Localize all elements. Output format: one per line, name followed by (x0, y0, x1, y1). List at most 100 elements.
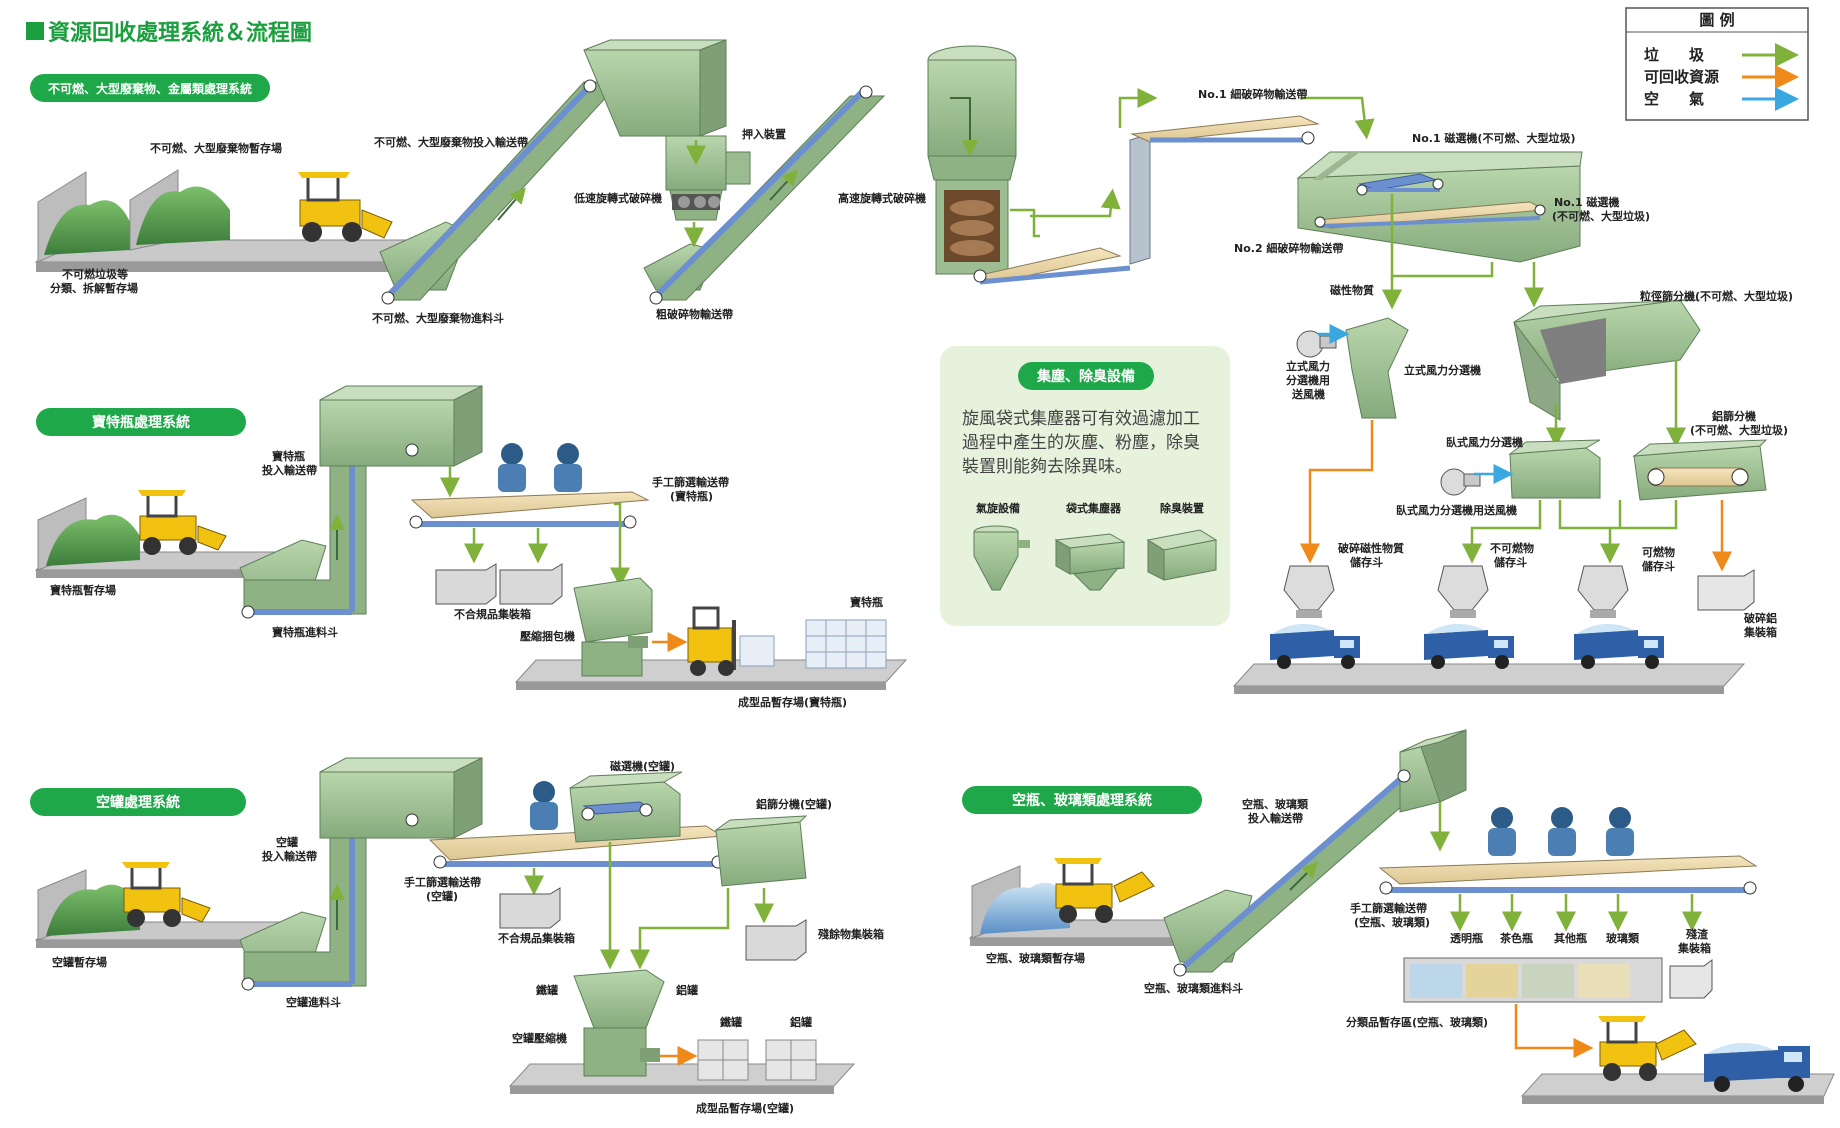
label-vertical: 立式風力分選機 (1404, 363, 1481, 377)
sorted-bins (1403, 957, 1663, 1003)
label-fine1: No.1 細破碎物輸送帶 (1198, 87, 1307, 101)
label-coarse-conveyor: 粗破碎物輸送帶 (656, 307, 733, 321)
svg-text:空瓶、玻璃類處理系統: 空瓶、玻璃類處理系統 (1012, 792, 1152, 809)
dump-truck (1424, 623, 1514, 669)
label-cans-al-sep: 鋁篩分機(空罐) (756, 797, 832, 811)
blower-fan-2 (1440, 468, 1481, 496)
garbage-pile (44, 200, 130, 255)
label-glass-manual-2: (空瓶、玻璃類) (1354, 915, 1430, 929)
label-glass-other: 其他瓶 (1554, 931, 1587, 945)
label-al-box-2: 集裝箱 (1743, 625, 1777, 639)
label-comb-store-1: 可燃物 (1642, 545, 1675, 559)
legend-label-air: 空 氣 (1644, 90, 1704, 108)
label-pet-storage: 寶特瓶暫存場 (50, 583, 116, 597)
dust-description-line2: 過程中產生的灰塵、粉塵，除臭 (962, 433, 1200, 453)
wheel-loader (138, 490, 227, 555)
label-comb-store-2: 儲存斗 (1641, 559, 1675, 573)
label-pet-product: 成型品暫存場(寶特瓶) (738, 695, 847, 709)
legend-label-recyclable: 可回收資源 (1644, 68, 1719, 86)
label-pet-reject: 不合規品集裝箱 (454, 607, 531, 621)
pill-glass (962, 786, 1202, 814)
label-al-box-1: 破碎鋁 (1744, 611, 1777, 625)
page-title: 資源回收處理系統＆流程圖 (48, 20, 312, 46)
label-deodor: 除臭裝置 (1160, 501, 1204, 515)
pill-pet (36, 408, 246, 436)
label-mag-store-1: 破碎磁性物質 (1338, 541, 1404, 555)
magnetic-separator-cans (569, 771, 683, 843)
pet-manual-sorting-conveyor (410, 491, 650, 519)
label-cans-reject: 不合規品集裝箱 (498, 931, 575, 945)
label-cans-iron2: 鐵罐 (720, 1015, 742, 1029)
label-cans-input-2: 投入輸送帶 (262, 849, 317, 863)
residue-container (745, 919, 807, 961)
truck-platform (1232, 663, 1746, 687)
title-square-icon (26, 22, 44, 40)
section-cans: 空罐處理系統 空罐暫存場 空罐 投入輸送帶 空罐進料斗 (30, 757, 884, 1115)
label-pet-input-2: 投入輸送帶 (262, 463, 317, 477)
label-cans-iron: 鐵罐 (536, 983, 558, 997)
high-speed-shredder (927, 45, 1017, 275)
label-cans-aluminum: 鋁罐 (676, 983, 698, 997)
label-fan1-2: 分選機用 (1286, 373, 1330, 387)
label-mag1b-2: (不可燃、大型垃圾) (1552, 209, 1650, 223)
wheel-loader (1054, 858, 1155, 923)
label-cans-hopper: 空罐進料斗 (286, 995, 341, 1009)
label-pet-manual-2: (寶特瓶) (670, 489, 713, 503)
label-noncomb-store-2: 儲存斗 (1493, 555, 1527, 569)
label-cans-input-1: 空罐 (276, 835, 298, 849)
label-input-hopper: 不可燃、大型廢棄物進料斗 (372, 311, 504, 325)
label-fan1-3: 送風機 (1291, 387, 1325, 401)
fine-conveyor-1 (1130, 115, 1320, 143)
garbage-pile (136, 186, 230, 245)
label-trommel: 粒徑篩分機(不可燃、大型垃圾) (1640, 289, 1793, 303)
label-cyclone: 氣旋設備 (976, 501, 1020, 515)
label-pet-hopper: 寶特瓶進料斗 (272, 625, 338, 639)
coarse-conveyor (650, 95, 886, 301)
label-input-conveyor: 不可燃、大型廢棄物投入輸送帶 (374, 135, 528, 149)
label-pet-input-1: 寶特瓶 (272, 449, 305, 463)
label-glass-slag-2: 集裝箱 (1677, 941, 1711, 955)
legend: 圖 例 垃 圾 可回收資源 空 氣 (1625, 7, 1809, 121)
label-bag: 袋式集塵器 (1065, 501, 1122, 515)
can-compactor (573, 969, 665, 1077)
cyclone-icon (973, 525, 1030, 591)
svg-text:寶特瓶處理系統: 寶特瓶處理系統 (92, 414, 190, 431)
label-glass-sorted: 分類品暫存區(空瓶、玻璃類) (1346, 1015, 1488, 1029)
label-glass-brown: 茶色瓶 (1499, 931, 1533, 945)
label-mag1a: No.1 磁選機(不可燃、大型垃圾) (1412, 131, 1575, 145)
pill-cans (30, 788, 246, 816)
label-glass-hopper: 空瓶、玻璃類進料斗 (1144, 981, 1243, 995)
section-pet: 寶特瓶處理系統 寶特瓶暫存場 寶特瓶 投入輸送帶 寶特瓶進料斗 (34, 385, 908, 709)
wheel-loader (1598, 1016, 1697, 1081)
deodorizer-icon (1146, 529, 1218, 581)
label-cans-compactor: 空罐壓縮機 (512, 1031, 567, 1045)
svg-text:空罐處理系統: 空罐處理系統 (96, 794, 180, 811)
wheel-loader (122, 862, 211, 927)
label-high-speed: 高速旋轉式破碎機 (838, 191, 926, 205)
label-glass-input-1: 空瓶、玻璃類 (1242, 797, 1309, 811)
label-cans-manual-1: 手工篩選輸送帶 (404, 875, 481, 889)
aluminum-bales (765, 1039, 817, 1081)
garbage-pile (46, 884, 140, 936)
worker (498, 443, 526, 492)
legend-label-garbage: 垃 圾 (1644, 46, 1705, 64)
label-mag-store-2: 儲存斗 (1349, 555, 1383, 569)
z-conveyor-vertical (1129, 133, 1151, 265)
label-cans-residue: 殘餘物集裝箱 (818, 927, 884, 941)
label-sort2: 分類、拆解暫存場 (50, 281, 138, 295)
label-glass-storage: 空瓶、玻璃類暫存場 (986, 951, 1085, 965)
label-cans-manual-2: (空罐) (426, 889, 458, 903)
dump-truck (1574, 623, 1664, 669)
worker (1548, 807, 1576, 856)
label-fine2: No.2 細破碎物輸送帶 (1234, 241, 1343, 255)
label-glass-manual-1: 手工篩選輸送帶 (1350, 901, 1427, 915)
label-glass-slag-1: 殘渣 (1686, 927, 1709, 941)
label-low-speed: 低速旋轉式破碎機 (573, 191, 662, 205)
worker (554, 443, 582, 492)
cans-input-conveyor (243, 821, 367, 987)
label-fan2: 臥式風力分選機用送風機 (1396, 503, 1517, 517)
aluminum-container (1697, 569, 1755, 611)
legend-title: 圖 例 (1699, 11, 1734, 29)
label-cans-magnet: 磁選機(空罐) (610, 759, 675, 773)
